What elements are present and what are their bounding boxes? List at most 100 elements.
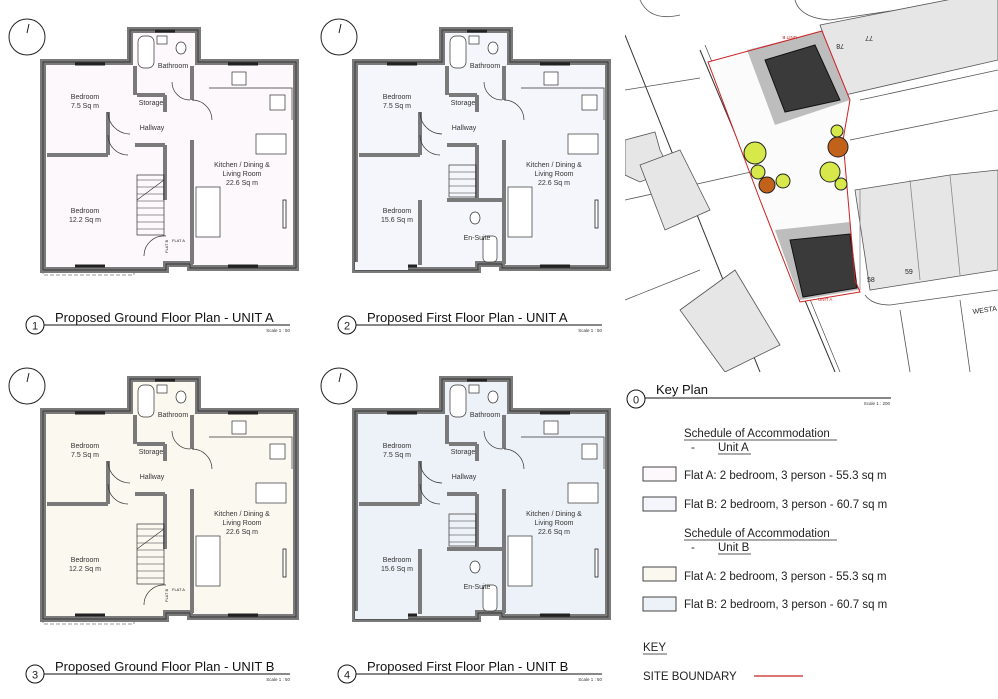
legend-label: Flat A: 2 bedroom, 3 person - 55.3 sq m: [684, 571, 887, 583]
legend-swatch: [642, 496, 677, 512]
room-label-storage: Storage: [451, 100, 476, 107]
room-area: 7.5 Sq m: [71, 452, 99, 459]
building-unit-a-roof: [764, 44, 841, 113]
worktop: [209, 436, 293, 469]
hob-icon: [269, 443, 286, 460]
house-number: 58: [867, 277, 875, 284]
bath-icon: [449, 35, 467, 69]
toilet-icon: [487, 390, 499, 404]
room-area: 7.5 Sq m: [71, 103, 99, 110]
hob-icon: [581, 443, 598, 460]
door-swing: [107, 111, 131, 135]
room-label-ensuite: En-Suite: [464, 235, 491, 242]
house-number: 77: [865, 34, 873, 41]
stairs-outline: [136, 174, 165, 236]
unit-label: UNIT A: [818, 297, 832, 302]
entrance-door-swing: [143, 235, 167, 257]
door-swing: [191, 448, 213, 470]
room-label-storage: Storage: [451, 449, 476, 456]
dashed-outline: [42, 619, 135, 625]
house-number: 59: [905, 269, 913, 276]
legend-label: Flat B: 2 bedroom, 3 person - 60.7 sq m: [684, 599, 887, 611]
window: [282, 548, 287, 578]
worktop: [209, 87, 293, 120]
tree-icon: [834, 177, 848, 191]
plan-title: Proposed Ground Floor Plan - UNIT A: [55, 310, 274, 325]
window: [282, 199, 287, 229]
stairs: [448, 164, 477, 198]
north-arrow-icon: [338, 23, 342, 34]
sink-icon: [543, 420, 559, 435]
bay: [355, 611, 408, 619]
door-swing: [503, 99, 525, 121]
room-area: 12.2 Sq m: [69, 217, 101, 224]
plan-number: 1: [32, 321, 38, 333]
room-area: 22.6 Sq m: [538, 529, 570, 536]
basin-icon: [156, 35, 168, 45]
key-plan-scale: Scale 1 : 200: [864, 401, 891, 406]
sofa-icon: [195, 186, 221, 238]
sink-icon: [231, 71, 247, 86]
room-area: 15.6 Sq m: [381, 217, 413, 224]
room-area: 7.5 Sq m: [383, 103, 411, 110]
key-plan-number-circle: [626, 389, 646, 409]
neighbour-building: [639, 149, 711, 231]
room-label-storage: Storage: [139, 100, 164, 107]
plan-outline-edge: [42, 29, 297, 271]
door-swing: [483, 430, 503, 450]
schedule-dash: -: [691, 442, 695, 454]
room-label-storage: Storage: [139, 449, 164, 456]
unit-label: UNIT B: [782, 35, 797, 40]
tree-icon: [819, 161, 841, 183]
room-label-bathroom: Bathroom: [158, 63, 189, 70]
room-label-kitchen: Kitchen / Dining &: [214, 511, 270, 518]
plan-scale: Scale 1 : 50: [266, 328, 290, 333]
door-swing: [503, 448, 525, 470]
room-label-kitchen: Kitchen / Dining &: [214, 162, 270, 169]
bay: [355, 262, 408, 270]
dining-table-icon: [255, 133, 287, 155]
tree-icon: [827, 136, 849, 158]
stairs: [136, 523, 165, 585]
hob-icon: [581, 94, 598, 111]
building-unit-b-roof: [789, 233, 858, 298]
road-curve: [794, 0, 968, 21]
hob-icon: [269, 94, 286, 111]
stairs-outline: [448, 164, 477, 198]
toilet-icon: [469, 211, 481, 225]
dining-table-icon: [567, 133, 599, 155]
street-name: WESTA: [972, 306, 997, 316]
key-title: KEY: [643, 642, 666, 654]
stair-cut: [136, 528, 165, 550]
room-label-kitchen: Kitchen / Dining &: [526, 162, 582, 169]
room-label-bedroom: Bedroom: [71, 557, 100, 564]
room-label-bathroom: Bathroom: [470, 63, 501, 70]
stair-cut: [136, 179, 165, 201]
room-area: 12.2 Sq m: [69, 566, 101, 573]
tree-icon: [830, 124, 844, 138]
neighbour-building: [854, 169, 998, 291]
neighbour-building: [679, 269, 781, 372]
trees: [743, 124, 849, 194]
room-label-bedroom: Bedroom: [383, 443, 412, 450]
legend-swatch: [642, 596, 677, 612]
room-label-hallway: Hallway: [452, 125, 477, 132]
plan-title: Proposed First Floor Plan - UNIT A: [367, 310, 568, 325]
schedule-of-accommodation: Schedule of Accommodation - Unit A Flat …: [642, 428, 887, 683]
plan-number: 3: [32, 670, 38, 682]
room-label-kitchen: Living Room: [223, 171, 262, 178]
sofa-icon: [507, 535, 533, 587]
north-arrow-icon: [26, 23, 30, 34]
stairs-outline: [448, 513, 477, 547]
worktop: [521, 87, 605, 120]
dining-table-icon: [567, 482, 599, 504]
room-area: 7.5 Sq m: [383, 452, 411, 459]
plan-number: 4: [344, 670, 350, 682]
site-boundary-label: SITE BOUNDARY: [643, 671, 737, 683]
legend-label: Flat B: 2 bedroom, 3 person - 60.7 sq m: [684, 499, 887, 511]
key-plan: 78 77 58 59 WESTA UNIT A UNIT B 0 Key Pl…: [625, 0, 998, 409]
plan-outline-edge: [354, 29, 609, 271]
room-label-bathroom: Bathroom: [470, 412, 501, 419]
